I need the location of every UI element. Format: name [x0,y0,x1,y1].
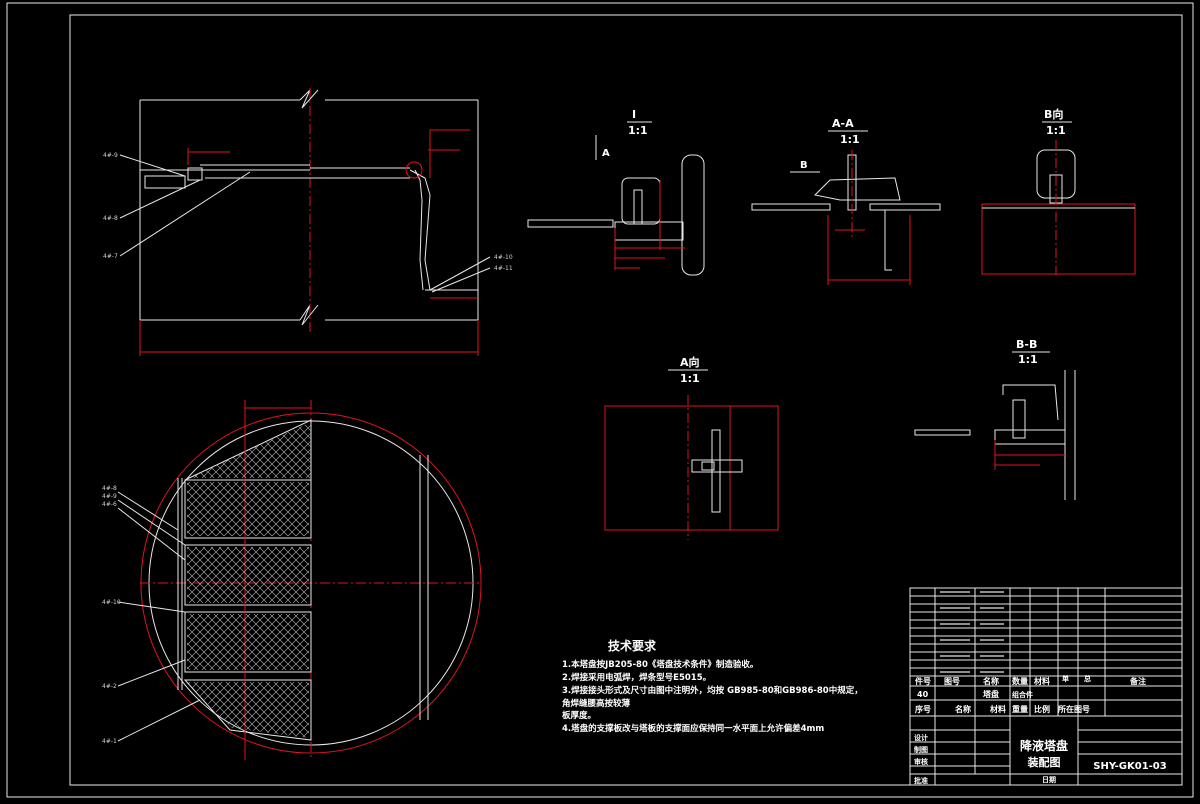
tag-top-5: 4#-11 [494,265,513,272]
bom-grid-rows [910,595,1182,701]
view-b-arrow-label: B [800,160,808,171]
tech-req-line-6: 4.塔盘的支撑板改与塔板的支撑面应保持同一水平面上允许偏差4mm [562,723,824,734]
tech-req-title: 技术要求 [608,638,657,653]
view-b-scale: 1:1 [1046,124,1066,137]
bom-footer-scale: 比例 [1034,704,1050,714]
title-block [909,715,1183,786]
view-b-drawing [981,140,1136,275]
bom-footer-seq: 序号 [915,704,931,714]
bom-header-weight-total: 总 [1084,674,1091,683]
bom-footer-location: 所在图号 [1057,704,1090,714]
assembly-seq: 40 [917,690,929,699]
drawing-number: SHY-GK01-03 [1093,761,1166,772]
bill-of-materials [909,587,1183,717]
tb-draw: 制图 [914,745,928,754]
view-a-label: A向 [680,355,700,369]
bom-placeholder-entries [940,591,1004,673]
tag-top-3: 4#-7 [103,253,118,260]
tag-bottom-5: 4#-2 [102,683,117,690]
tech-req-line-3: 3.焊接接头形式及尺寸由图中注明外，均按 GB985-80和GB986-80中规… [562,685,863,696]
bom-header-qty: 数量 [1012,676,1028,686]
section-aa-drawing [751,150,941,285]
detail-i-label: I [632,108,636,121]
bom-header-material: 材料 [1034,676,1050,686]
bom-footer-material: 材料 [990,704,1006,714]
tb-design: 设计 [914,733,928,742]
assembly-type: 组合件 [1012,690,1033,699]
tech-req-line-2: 2.焊接采用电弧焊，焊条型号E5015。 [562,672,711,683]
bom-grid-cols [934,588,1106,716]
bom-header-remark: 备注 [1129,676,1146,686]
inner-frame [69,14,1183,786]
tag-bottom-1: 4#-8 [102,485,117,492]
outer-border [6,2,1194,798]
section-aa-scale: 1:1 [840,133,860,146]
bom-header-seq: 件号 [915,676,931,686]
detail-i-drawing [527,154,705,276]
tray-mesh-hatching [187,422,311,738]
view-b-label: B向 [1044,107,1063,121]
section-bb-drawing [914,370,1076,500]
view-a-arrow-label: A [602,148,610,159]
tb-check: 审核 [914,757,928,766]
bom-header-weight-single: 单 [1062,674,1069,683]
section-aa-label: A-A [832,117,854,130]
drawing-subtitle: 装配图 [1027,755,1061,769]
detail-i-scale: 1:1 [628,124,648,137]
tag-bottom-6: 4#-1 [102,738,117,745]
bom-footer-weight: 重量 [1012,704,1028,714]
tb-date: 日期 [1042,775,1056,784]
tag-bottom-3: 4#-6 [102,501,117,508]
plan-view-leaders [117,491,201,742]
front-view [119,88,491,356]
drawing-title: 降液塔盘 [1020,738,1068,753]
tb-approve: 批准 [914,776,928,785]
tech-req-line-5: 板厚度。 [562,710,596,721]
bom-footer-name: 名称 [955,704,971,714]
view-a-scale: 1:1 [680,372,700,385]
tag-bottom-2: 4#-9 [102,493,117,500]
tag-bottom-4: 4#-10 [102,599,121,606]
bom-header-name: 名称 [983,676,999,686]
tag-top-4: 4#-10 [494,254,513,261]
tech-req-line-1: 1.本塔盘按JB205-80《塔盘技术条件》制造验收。 [562,659,758,670]
tech-req-line-4: 角焊缝腰高按较薄 [562,698,631,709]
tag-top-1: 4#-9 [103,152,118,159]
section-bb-label: B-B [1016,338,1037,351]
tag-top-2: 4#-8 [103,215,118,222]
section-bb-scale: 1:1 [1018,353,1038,366]
bom-header-drawing-no: 图号 [944,677,960,686]
view-a-drawing [604,395,779,540]
assembly-name: 塔盘 [983,689,999,699]
